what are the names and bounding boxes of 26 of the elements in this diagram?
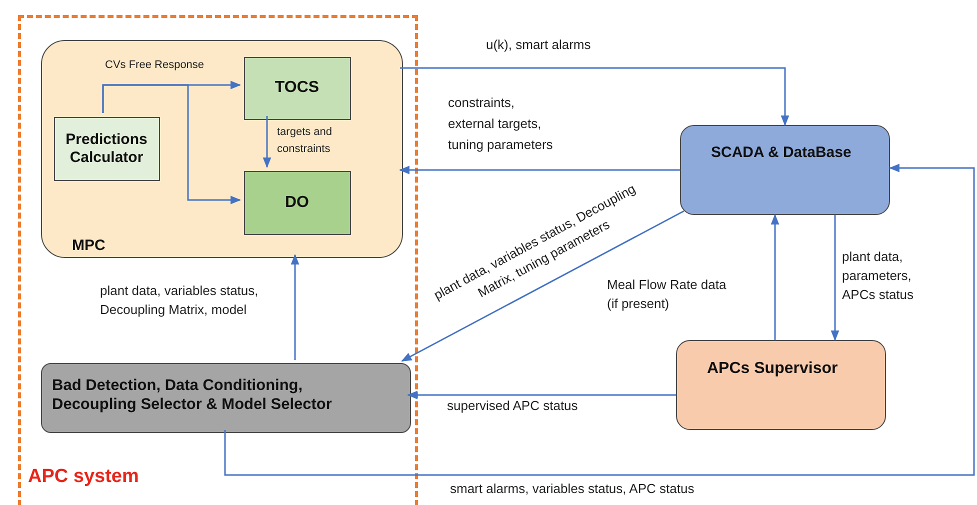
arrow [400,67,790,126]
node-label: MPC [72,237,106,255]
arrow [398,166,680,174]
node-label: TOCS [274,78,320,98]
process-box [244,171,351,235]
node-label: SCADA & DataBase [711,144,852,162]
process-box [54,117,160,181]
node-label: Bad Detection, Data Conditioning, Decoupling Selector & Model Selector [52,377,333,414]
node-label: APCs Supervisor [707,359,839,378]
node-label: Predictions Calculator [64,130,148,168]
arrow [770,214,780,340]
process-box [41,363,411,433]
arrow [406,390,676,400]
process-box [676,340,886,430]
module-box [41,40,403,258]
process-box [244,57,351,120]
node-label: DO [284,192,310,213]
arrow [290,254,300,360]
arrow [102,84,242,204]
arrow [401,210,684,362]
system-region [18,15,418,505]
arrow [262,116,272,168]
arrow [224,164,975,476]
region-title: APC system [28,466,139,489]
arrow [830,215,840,342]
database-box [680,125,890,215]
